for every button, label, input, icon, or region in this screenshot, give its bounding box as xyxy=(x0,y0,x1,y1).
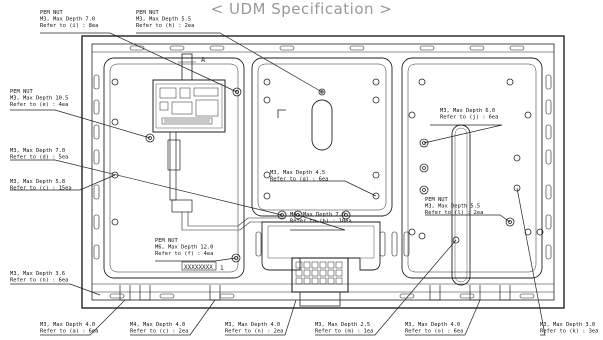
callout-line: M3, Max Depth 7.0 xyxy=(10,148,65,154)
panel-outer-frame xyxy=(81,35,565,309)
callout-line: M3, Max Depth 2.5 xyxy=(315,322,370,328)
callout-line: Refer to (k) : 3ea xyxy=(540,329,598,335)
callout-line: Refer to (m) : 1ea xyxy=(315,329,373,335)
callout-line: PEM NUT xyxy=(136,10,159,16)
bottom-connector-tab xyxy=(299,291,341,307)
center-pocket-inner xyxy=(257,63,387,211)
cable xyxy=(169,132,177,201)
callout-line: M3, Max Depth 5.5 xyxy=(136,17,191,23)
callout-line: Refer to (c) : 15ea xyxy=(10,186,72,192)
callout-line: M4, Max Depth 4.0 xyxy=(130,322,185,328)
callout-line: Refer to (i) : 8ea xyxy=(40,23,98,29)
center-pocket xyxy=(251,57,393,217)
callout-line: M4, Max Depth 7.0 xyxy=(290,212,345,218)
callout-line: Refer to (a) : 6ea xyxy=(40,329,98,335)
main-board-inner xyxy=(155,83,223,129)
callout-line: M3, Max Depth 4.0 xyxy=(40,322,95,328)
callout-line: M3, Max Depth 6.0 xyxy=(440,108,495,114)
small-number: 1 xyxy=(220,265,224,272)
callout-line: M3, Max Depth 4.0 xyxy=(225,322,280,328)
callout-line: M3, Max Depth 5.5 xyxy=(425,204,480,210)
callout-line: Refer to (g) : 6ea xyxy=(270,177,328,183)
callout-line: Refer to (o) : 6ea xyxy=(405,329,463,335)
cable-clip xyxy=(167,139,181,171)
callout-line: M6, Max Depth 12.0 xyxy=(155,245,213,251)
callout-line: PEM NUT xyxy=(155,238,178,244)
board-connector xyxy=(181,53,193,81)
main-board-components xyxy=(159,87,219,125)
callout-line: M3, Max Depth 4.5 xyxy=(270,170,325,176)
callout-line: M3, Max Depth 3.6 xyxy=(10,271,65,277)
serial-label: XXXXXXXX xyxy=(184,264,213,271)
right-slot-inner xyxy=(454,127,468,283)
callout-line: Refer to (n) : 6ea xyxy=(10,278,68,284)
page-title: < UDM Specification > xyxy=(210,0,393,18)
callout-line: PEM NUT xyxy=(40,10,63,16)
callout-line: M3, Max Depth 5.8 xyxy=(10,179,65,185)
callout-line: Refer to (f) : 4ea xyxy=(155,251,213,257)
right-pocket-inner xyxy=(407,63,537,273)
callout-line: PEM NUT xyxy=(425,197,448,203)
right-pocket xyxy=(401,57,543,279)
callout-line: Refer to (h) : 2ea xyxy=(136,23,194,29)
bottom-connector-pins xyxy=(295,261,343,285)
callout-line: Refer to (b) : 10ea xyxy=(290,219,352,225)
callout-line: Refer to (j) : 6ea xyxy=(440,115,498,121)
center-slot xyxy=(311,99,333,151)
top-rail-slots xyxy=(129,45,525,51)
callout-line: Refer to (d) : 5ea xyxy=(10,155,68,161)
cable-connector xyxy=(171,199,193,213)
callout-line: M3, Max Depth 3.0 xyxy=(540,322,595,328)
screw-holes xyxy=(111,78,544,263)
bottom-rail-slots xyxy=(109,293,535,299)
left-rail-slots xyxy=(93,74,552,260)
center-label: A xyxy=(201,56,206,64)
callout-line: Refer to (n) : 2ea xyxy=(225,329,283,335)
left-pocket-inner xyxy=(109,63,239,273)
callout-line: PEM NUT xyxy=(10,89,33,95)
callout-line: Refer to (c) : 2ea xyxy=(130,329,188,335)
bottom-brackets xyxy=(119,285,511,301)
panel-inner-frame xyxy=(91,43,555,301)
callout-line: M3, Max Depth 7.0 xyxy=(40,17,95,23)
cutout-side-slots xyxy=(255,231,410,257)
callout-line: M3, Max Depth 10.5 xyxy=(10,96,68,102)
center-lower-cutout-2 xyxy=(267,225,375,259)
callout-line: Refer to (l) : 2ea xyxy=(425,210,483,216)
center-lower-cutout xyxy=(261,221,381,271)
callout-line: Refer to (e) : 4ea xyxy=(10,102,68,108)
callout-line: M3, Max Depth 4.0 xyxy=(405,322,460,328)
left-pocket xyxy=(103,57,245,279)
corner-mark xyxy=(277,109,286,118)
leader-lines xyxy=(10,32,546,336)
serial-label-box xyxy=(181,261,217,271)
